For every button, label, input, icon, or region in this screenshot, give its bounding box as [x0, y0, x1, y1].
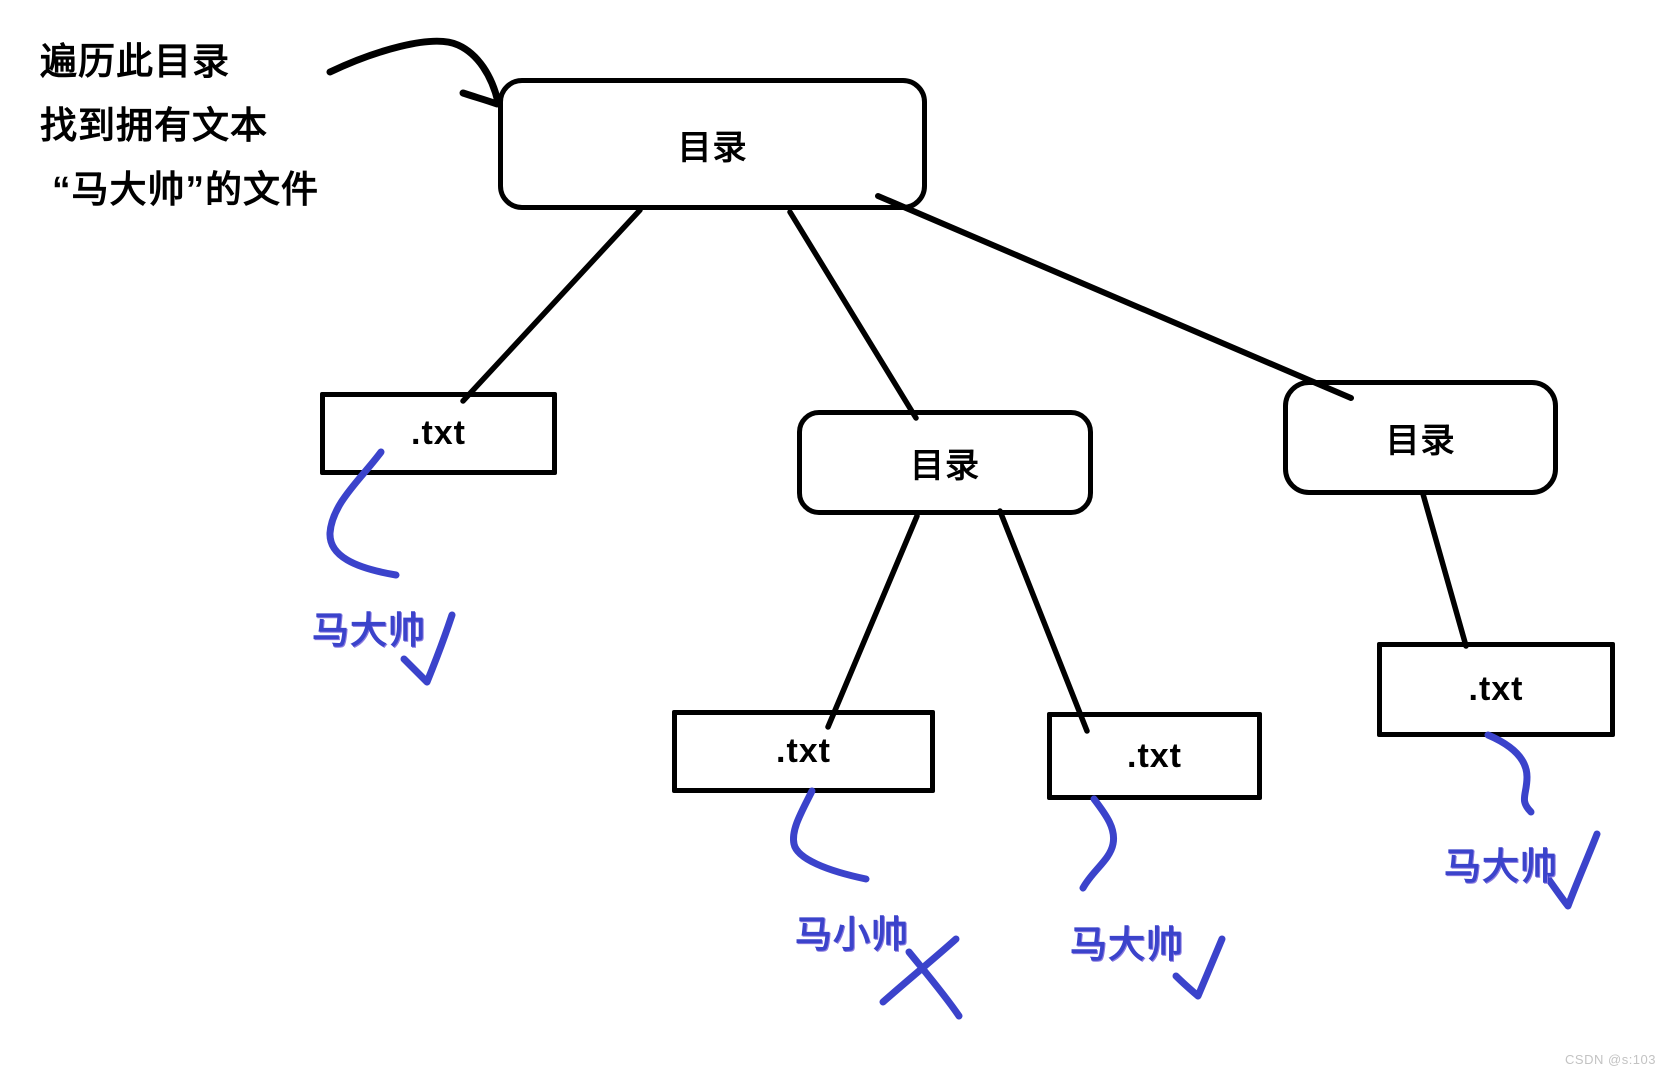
node-left-txt-file-label: .txt — [411, 414, 466, 452]
edge-root-to-middle-directory — [787, 209, 919, 421]
match-label-middle-right: 马大帅 — [1070, 924, 1184, 965]
edge-middle-directory-to-left-txt — [825, 513, 920, 730]
node-right-txt-file: .txt — [1377, 642, 1615, 737]
node-right-directory-label: 目录 — [1385, 422, 1456, 460]
edge-root-to-right-directory — [875, 193, 1354, 401]
node-middle-left-txt-file-label: .txt — [776, 732, 831, 770]
squiggle-middle-left-txt-to-label — [789, 787, 870, 883]
node-root-directory-label: 目录 — [677, 128, 748, 167]
match-label-left: 马大帅 — [312, 610, 426, 651]
node-right-txt-file-label: .txt — [1468, 670, 1524, 708]
match-label-right: 马大帅 — [1444, 846, 1558, 887]
edge-root-to-left-txt — [460, 207, 643, 404]
edge-middle-directory-to-right-txt — [997, 508, 1090, 734]
csdn-watermark: CSDN @s:103 — [1565, 1052, 1656, 1067]
node-middle-directory-label: 目录 — [910, 447, 980, 485]
task-annotation-line-1: 遍历此目录 — [40, 41, 230, 82]
annotation-arrow — [326, 37, 502, 106]
node-middle-right-txt-file-label: .txt — [1127, 736, 1182, 775]
node-left-txt-file: .txt — [320, 392, 557, 475]
task-annotation-line-3: “马大帅”的文件 — [52, 169, 319, 210]
task-annotation: 遍历此目录 找到拥有文本 “马大帅”的文件 — [40, 30, 319, 222]
node-right-directory: 目录 — [1283, 380, 1558, 495]
node-middle-directory: 目录 — [797, 410, 1093, 515]
squiggle-middle-right-txt-to-label — [1079, 795, 1118, 892]
squiggle-right-txt-to-label — [1484, 731, 1535, 816]
edge-right-directory-to-txt — [1420, 491, 1469, 649]
node-middle-left-txt-file: .txt — [672, 710, 935, 793]
node-root-directory: 目录 — [498, 78, 927, 210]
match-label-middle-left: 马小帅 — [795, 914, 909, 955]
annotation-arrow-head-icon — [459, 89, 501, 108]
task-annotation-line-2: 找到拥有文本 — [40, 105, 268, 146]
node-middle-right-txt-file: .txt — [1047, 712, 1262, 800]
